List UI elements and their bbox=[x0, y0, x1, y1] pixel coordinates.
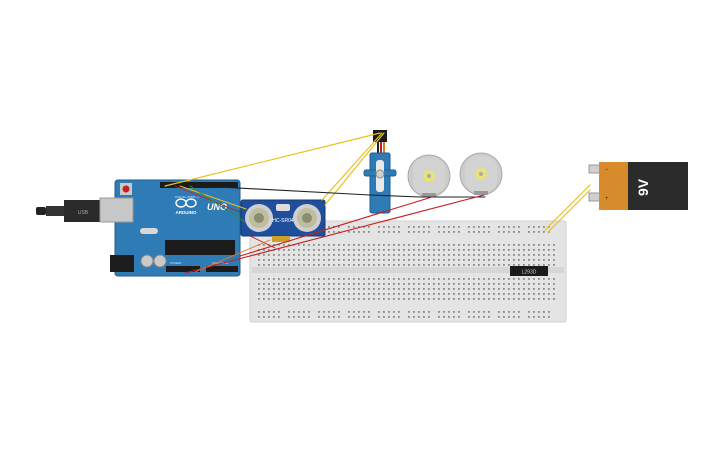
analog-header-label: ANALOG IN bbox=[212, 261, 228, 265]
arduino-brand: ARDUINO bbox=[176, 210, 197, 215]
battery-plus-label: + bbox=[605, 196, 609, 202]
battery-9v[interactable]: − + 9V bbox=[588, 162, 688, 210]
wire-green bbox=[189, 185, 246, 223]
servo-motor[interactable] bbox=[363, 130, 397, 214]
wire-red bbox=[174, 185, 241, 213]
arduino-logo-icon bbox=[175, 198, 197, 208]
analog-header bbox=[206, 266, 238, 272]
wire-yellow bbox=[321, 132, 383, 201]
ic-chip[interactable]: L293D bbox=[510, 266, 548, 276]
digital-header-label: DIGITAL (PWM ~) bbox=[175, 195, 199, 199]
usb-cable bbox=[46, 206, 64, 216]
atmega-chip bbox=[165, 240, 235, 255]
wire-red bbox=[249, 235, 276, 249]
sensor-pins bbox=[272, 236, 290, 242]
wire-yellow bbox=[164, 132, 381, 187]
wire-yellow bbox=[547, 189, 591, 233]
arduino-board[interactable]: USB ARDUINO UNO DIGITAL (PWM ~) POWER AN… bbox=[36, 179, 241, 277]
usb-plug bbox=[64, 200, 102, 222]
dc-motor-2[interactable] bbox=[459, 152, 503, 196]
arduino-model: UNO bbox=[207, 202, 227, 212]
usb-jack bbox=[99, 197, 134, 223]
wire-black bbox=[199, 185, 486, 198]
svg-text:USB: USB bbox=[78, 210, 89, 216]
breadboard[interactable] bbox=[249, 220, 567, 323]
usb-cable-end bbox=[36, 207, 46, 215]
power-jack bbox=[110, 255, 134, 272]
wires bbox=[164, 132, 591, 274]
power-header bbox=[166, 266, 200, 272]
ultrasonic-sensor[interactable]: HC-SR04 bbox=[240, 199, 326, 242]
digital-header bbox=[160, 182, 238, 188]
sensor-model: HC-SR04 bbox=[272, 218, 294, 224]
power-header-label: POWER bbox=[170, 261, 182, 265]
ic-chip-label: L293D bbox=[522, 270, 537, 276]
wire-orange bbox=[194, 239, 271, 273]
battery-voltage-label: 9V bbox=[635, 178, 651, 196]
wire-yellow bbox=[179, 185, 247, 210]
wire-yellow bbox=[544, 184, 591, 231]
battery-terminal-minus bbox=[588, 164, 601, 174]
dc-motor-1[interactable] bbox=[407, 154, 451, 198]
battery-minus-label: − bbox=[605, 167, 609, 173]
wire-red bbox=[184, 194, 485, 274]
battery-terminal-plus bbox=[588, 192, 601, 202]
